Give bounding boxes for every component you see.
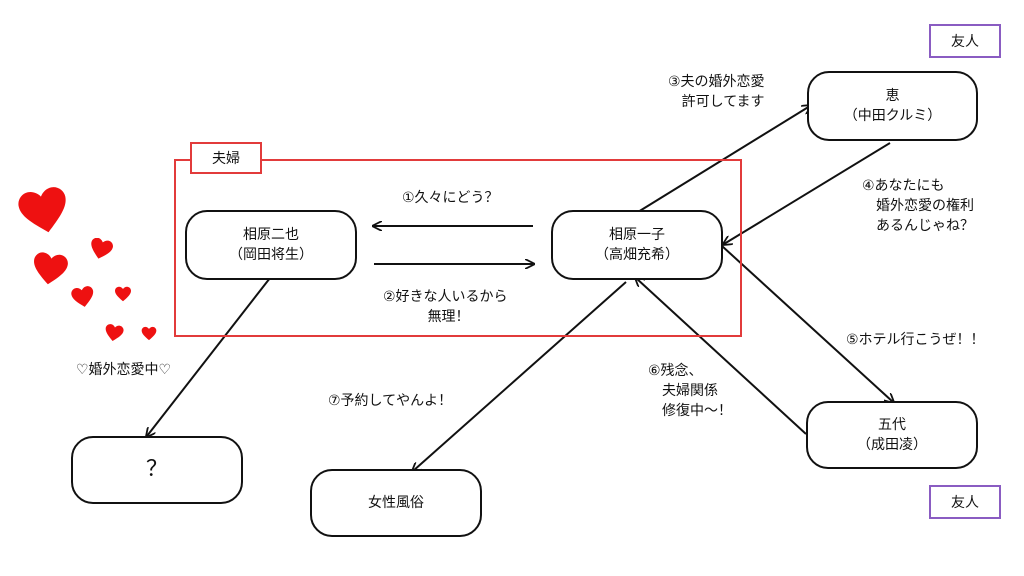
edge-label-2-line2: 無理！ (427, 309, 470, 325)
edge-label-5: ⑤ホテル行こうぜ！！ (846, 332, 985, 348)
edge-label-1: ①久々にどう？ (402, 190, 499, 206)
heart-icon (91, 238, 113, 259)
node-unknown-label: ？ (145, 457, 168, 482)
heart-icon (115, 286, 131, 302)
heart-icon (141, 326, 157, 341)
edge-label-3-line1: ③夫の婚外恋愛 (668, 74, 765, 90)
arrow-4-megumi-to-ichiko (724, 142, 891, 244)
node-megumi-name: 恵 (885, 88, 900, 104)
edge-label-6-line3: 修復中〜！ (662, 403, 732, 419)
node-ichiko-actor: （高畑充希） (595, 247, 679, 263)
friend-label-top: 友人 (929, 24, 1001, 58)
arrow-6-godai-to-ichiko (636, 278, 807, 435)
edge-label-4: ④あなたにも 婚外恋愛の権利 あるんじゃね？ (862, 176, 974, 236)
friend-label-bottom-text: 友人 (951, 495, 979, 511)
edge-label-4-line1: ④あなたにも (862, 178, 945, 194)
friend-label-bottom: 友人 (929, 485, 1001, 519)
node-megumi: 恵 （中田クルミ） (807, 71, 978, 141)
edge-label-7: ⑦予約してやんよ！ (328, 393, 453, 409)
edge-label-4-line3: あるんじゃね？ (876, 218, 974, 234)
arrow-7-ichiko-to-fuzoku (413, 281, 627, 471)
node-fuzoku: 女性風俗 (310, 469, 482, 537)
edge-label-6-line1: ⑥残念、 (648, 363, 703, 379)
edge-label-6-line2: 夫婦関係 (662, 383, 718, 399)
couple-group-box (174, 159, 742, 337)
edge-label-3: ③夫の婚外恋愛 許可してます (668, 72, 765, 112)
node-ichiko-name: 相原一子 (609, 227, 665, 243)
node-kazuya-actor: （岡田将生） (229, 247, 313, 263)
heart-icon (18, 187, 66, 233)
heart-icon (34, 252, 68, 285)
arrow-affair-kazuya-unknown (147, 278, 270, 436)
node-ichiko: 相原一子 （高畑充希） (551, 210, 723, 280)
edge-label-6: ⑥残念、 夫婦関係 修復中〜！ (648, 361, 732, 421)
affair-label: ♡婚外恋愛中♡ (76, 362, 172, 378)
node-kazuya: 相原二也 （岡田将生） (185, 210, 357, 280)
node-godai-actor: （成田凌） (857, 437, 927, 453)
heart-icon (71, 286, 94, 307)
node-kazuya-name: 相原二也 (243, 227, 299, 243)
node-godai: 五代 （成田凌） (806, 401, 978, 469)
edge-label-2-line1: ②好きな人いるから (383, 289, 508, 305)
heart-icon (105, 324, 124, 342)
node-godai-name: 五代 (878, 417, 906, 433)
node-fuzoku-label: 女性風俗 (368, 495, 424, 511)
couple-label: 夫婦 (190, 142, 262, 174)
node-megumi-actor: （中田クルミ） (843, 108, 942, 124)
friend-label-top-text: 友人 (951, 34, 979, 50)
edge-label-2: ②好きな人いるから 無理！ (383, 287, 508, 327)
couple-label-text: 夫婦 (212, 151, 240, 167)
edge-label-3-line2: 許可してます (681, 94, 765, 110)
node-unknown: ？ (71, 436, 243, 504)
edge-label-4-line2: 婚外恋愛の権利 (876, 198, 974, 214)
arrow-5-ichiko-to-godai (721, 245, 893, 402)
